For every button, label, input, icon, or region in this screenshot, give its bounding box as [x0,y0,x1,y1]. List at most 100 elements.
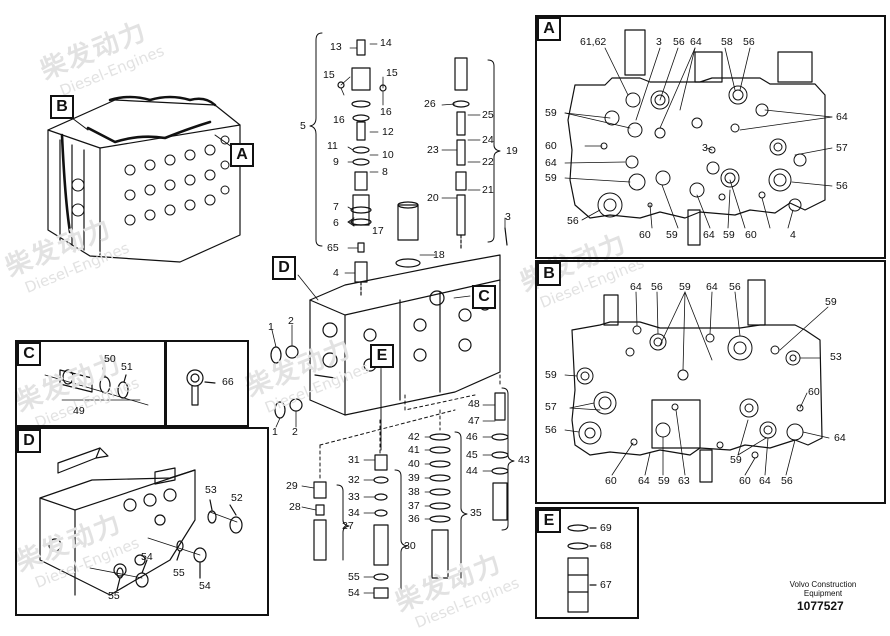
part-number: 17 [372,225,384,237]
part-number: 12 [382,126,394,138]
part-number: 59 [730,454,742,466]
part-number: 33 [348,491,360,503]
part-number: 44 [466,465,478,477]
part-number: 39 [408,472,420,484]
part-number: 56 [743,36,755,48]
panel-c-tag: C [17,342,41,366]
part-number: 35 [470,507,482,519]
part-number: 64 [836,111,848,123]
panel-d-parts [39,447,243,596]
main-callout-e: E [370,344,394,368]
part-number: 9 [333,156,339,168]
part-number: 64 [703,229,715,241]
part-number: 49 [73,405,85,417]
overview-valve-illustration [47,95,241,263]
part-number: 29 [286,480,298,492]
panel-a-frame [535,15,886,259]
part-number: 21 [482,184,494,196]
part-number: 11 [327,140,338,152]
assembly-lead-lines [319,374,501,481]
part-number: 60 [745,229,757,241]
panel-b-frame [535,260,886,504]
part-number: 7 [333,201,339,213]
part-number: 2 [292,426,298,438]
panel-e-parts [567,524,597,613]
part-number: 69 [600,522,612,534]
panel-e-tag: E [537,509,561,533]
part-number: 34 [348,507,360,519]
part-number: 60 [605,475,617,487]
part-number: 53 [205,484,217,496]
part-number: 5 [300,120,306,132]
part-number: 56 [836,180,848,192]
part-number: 26 [424,98,436,110]
part-number: 41 [408,444,420,456]
overview-callout-b: B [50,95,74,119]
part-number: 46 [466,431,478,443]
part-number: 60 [639,229,651,241]
part-number: 56 [673,36,685,48]
panel-c-parts [44,367,216,406]
part-number: 4 [333,267,339,279]
part-number: 57 [836,142,848,154]
part-number: 28 [289,501,301,513]
part-number: 52 [231,492,243,504]
part-number: 20 [427,192,439,204]
part-number: 64 [706,281,718,293]
plugs-1-2 [270,345,303,419]
main-callout-d: D [272,256,296,280]
part-number: 54 [348,587,360,599]
panel-a-tag: A [537,17,561,41]
part-number: 61,62 [580,36,607,48]
leader-lines-main [271,43,506,594]
panel-a-leaders [564,47,833,229]
part-number: 1 [272,426,278,438]
part-number: 55 [348,571,360,583]
part-number: 2 [288,315,294,327]
part-number: 36 [408,513,420,525]
part-number: 19 [506,145,518,157]
part-number: 24 [482,134,494,146]
part-number: 55 [108,590,120,602]
part-number: 51 [121,361,133,373]
part-number: 64 [690,36,702,48]
part-number: 8 [382,166,388,178]
part-number: 53 [830,351,842,363]
part-number: 59 [666,229,678,241]
part-number: 25 [482,109,494,121]
part-number: 16 [380,106,392,118]
document-number: 1077527 [797,599,844,613]
part-number: 55 [173,567,185,579]
part-number: 30 [404,540,416,552]
part-number: 59 [545,107,557,119]
part-number: 63 [678,475,690,487]
part-number: 59 [545,369,557,381]
main-valve-body [309,254,501,416]
part-number: 27 [342,520,354,532]
overview-callout-a: A [230,143,254,167]
panel-b-leaders [564,291,830,476]
part-number: 45 [466,449,478,461]
part-number: 15 [386,67,398,79]
brand-caption: Volvo Construction Equipment [778,580,868,598]
part-number: 56 [567,215,579,227]
part-number: 37 [408,500,420,512]
group-brackets [309,32,515,591]
part-number: 59 [723,229,735,241]
part-number: 3 [702,142,708,154]
part-number: 64 [638,475,650,487]
panel-e-frame [535,507,639,619]
part-number: 68 [600,540,612,552]
main-callout-c: C [472,285,496,309]
part-number: 64 [630,281,642,293]
part-number: 13 [330,41,342,53]
panel-b-tag: B [537,262,561,286]
part-number: 59 [825,296,837,308]
part-number: 67 [600,579,612,591]
spool-stack-30 [373,369,389,599]
part-number: 31 [348,454,360,466]
part-number: 47 [468,415,480,427]
part-number: 42 [408,431,420,443]
part-number: 58 [721,36,733,48]
